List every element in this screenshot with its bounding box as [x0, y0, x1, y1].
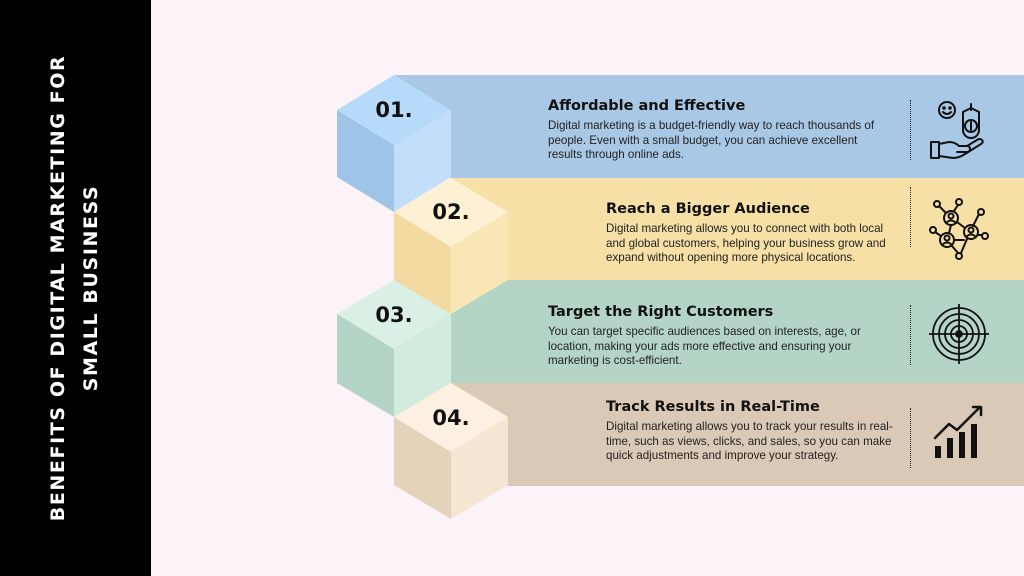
- item-description: Digital marketing allows you to connect …: [606, 222, 886, 265]
- cube-3: [337, 280, 451, 417]
- item-description: You can target specific audiences based …: [548, 325, 861, 368]
- step-number-2: 02.: [432, 200, 470, 224]
- divider-2: [910, 187, 911, 247]
- item-title: Affordable and Effective: [548, 98, 746, 114]
- cube-1: [337, 75, 451, 212]
- divider-1: [910, 100, 911, 160]
- step-number-4: 04.: [432, 406, 470, 430]
- band-3: [394, 280, 1024, 383]
- item-2: Reach a Bigger Audience Digital marketin…: [606, 201, 896, 266]
- growth-chart-icon: [933, 405, 983, 458]
- item-description: Digital marketing is a budget-friendly w…: [548, 119, 875, 162]
- cube-4: [394, 383, 508, 519]
- divider-3: [910, 305, 911, 365]
- band-1: [394, 75, 1024, 178]
- band-4: [451, 383, 1024, 486]
- network-people-icon: [929, 198, 989, 260]
- item-description: Digital marketing allows you to track yo…: [606, 420, 893, 463]
- item-4: Track Results in Real-Time Digital marke…: [606, 399, 901, 464]
- item-1: Affordable and Effective Digital marketi…: [548, 98, 893, 163]
- sidebar: BENEFITS OF DIGITAL MARKETING FOR SMALL …: [0, 0, 151, 576]
- item-title: Reach a Bigger Audience: [606, 201, 810, 217]
- step-number-3: 03.: [375, 303, 413, 327]
- item-3: Target the Right Customers You can targe…: [548, 304, 893, 369]
- step-number-1: 01.: [375, 98, 413, 122]
- target-icon: [929, 304, 989, 364]
- band-2: [451, 178, 1024, 281]
- item-title: Track Results in Real-Time: [606, 399, 820, 415]
- divider-4: [910, 408, 911, 468]
- money-hand-icon: [930, 101, 984, 159]
- item-title: Target the Right Customers: [548, 304, 774, 320]
